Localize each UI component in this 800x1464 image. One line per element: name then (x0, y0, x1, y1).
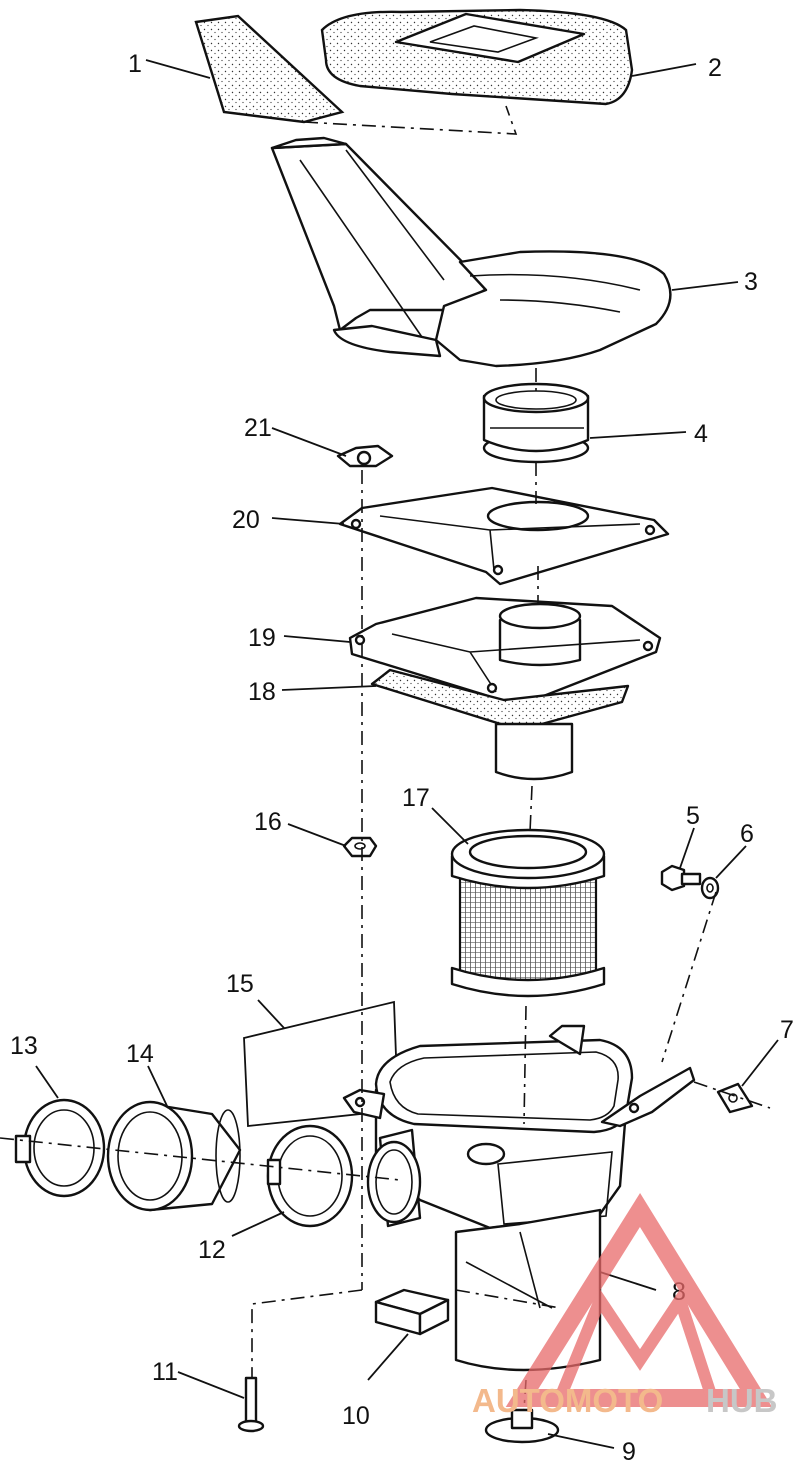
watermark-logo (505, 1192, 773, 1407)
part-13-clamp (14, 1098, 106, 1198)
callout-16: 16 (254, 808, 282, 836)
callout-7: 7 (780, 1016, 794, 1044)
callout-2: 2 (708, 54, 722, 82)
part-3-intake-cover (270, 136, 672, 368)
callout-9: 9 (622, 1438, 636, 1464)
part-16-nut (342, 836, 378, 858)
callout-17: 17 (402, 784, 430, 812)
part-21-wing-nut (336, 444, 394, 468)
callout-3: 3 (744, 268, 758, 296)
part-5-bolt (660, 864, 702, 892)
part-10-foam-block (374, 1288, 450, 1336)
part-9-drain-plug (484, 1408, 560, 1444)
part-4-intake-boot (482, 382, 590, 464)
part-1-foam-filter (194, 14, 518, 135)
watermark-text-hub: HUB (706, 1382, 778, 1419)
callout-15: 15 (226, 970, 254, 998)
callout-13: 13 (10, 1032, 38, 1060)
leader-lines (35, 59, 779, 1449)
part-6-washer (700, 876, 720, 900)
callout-14: 14 (126, 1040, 154, 1068)
part-11-bolt (237, 1376, 265, 1433)
watermark-text-automoto: AUTOMOTO (472, 1382, 663, 1419)
callout-1: 1 (128, 50, 142, 78)
part-12-clamp (266, 1124, 354, 1228)
watermark-text: AUTOMOTO HUB (472, 1382, 778, 1419)
callout-labels: 1 2 3 4 5 6 7 8 9 10 11 12 13 14 15 16 1… (10, 50, 794, 1464)
part-7-clip-nut (716, 1082, 754, 1114)
lid-outlet-tube (494, 722, 574, 781)
callout-18: 18 (248, 678, 276, 706)
part-17-air-filter (450, 828, 606, 998)
callout-21: 21 (244, 414, 272, 442)
part-20-top-plate (338, 486, 670, 586)
part-19-airbox-lid (348, 596, 662, 708)
callout-4: 4 (694, 420, 708, 448)
callout-6: 6 (740, 820, 754, 848)
callout-19: 19 (248, 624, 276, 652)
callout-20: 20 (232, 506, 260, 534)
callout-12: 12 (198, 1236, 226, 1264)
callout-5: 5 (686, 802, 700, 830)
callout-10: 10 (342, 1402, 370, 1430)
part-2-foam-frame (320, 8, 634, 106)
part-14-intake-sleeve (106, 1100, 242, 1212)
callout-11: 11 (152, 1358, 178, 1386)
